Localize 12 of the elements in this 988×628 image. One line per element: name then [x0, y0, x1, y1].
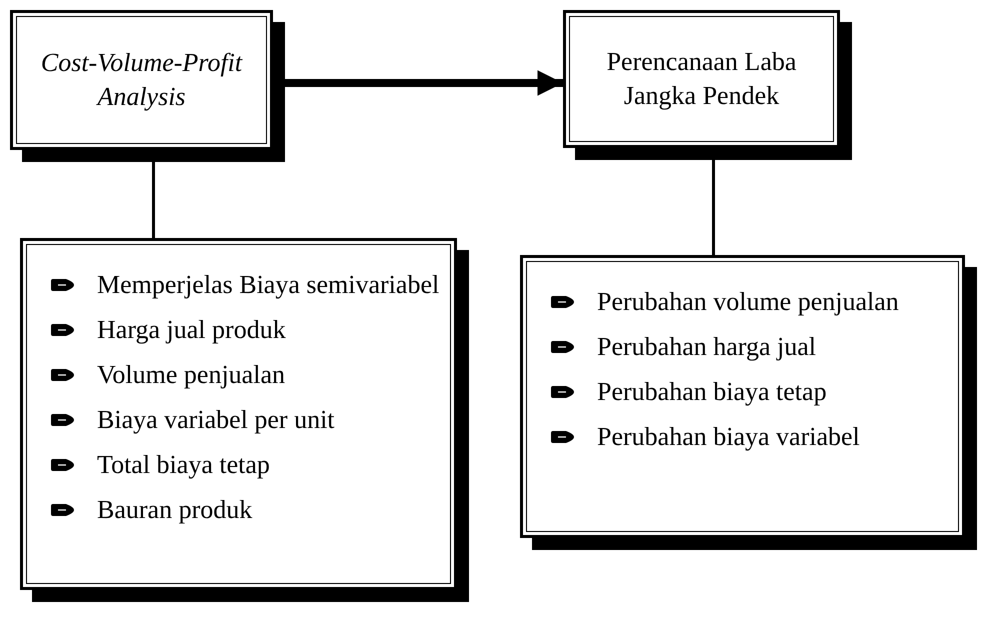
list-item: Volume penjualan — [97, 359, 285, 391]
list-item: Perubahan volume penjualan — [597, 286, 899, 318]
list-item: Biaya variabel per unit — [97, 404, 335, 436]
list-item: Bauran produk — [97, 494, 252, 526]
box-title: Cost-Volume-Profit Analysis — [40, 47, 244, 113]
list-item: Perubahan biaya variabel — [597, 421, 860, 453]
list-item: Perubahan harga jual — [597, 331, 816, 363]
list-item: Total biaya tetap — [97, 449, 270, 481]
list-item: Harga jual produk — [97, 314, 286, 346]
box-title: Perencanaan Laba Jangka Pendek — [606, 46, 798, 112]
list-item: Memperjelas Biaya semivariabel — [97, 269, 440, 301]
list-item: Perubahan biaya tetap — [597, 376, 827, 408]
